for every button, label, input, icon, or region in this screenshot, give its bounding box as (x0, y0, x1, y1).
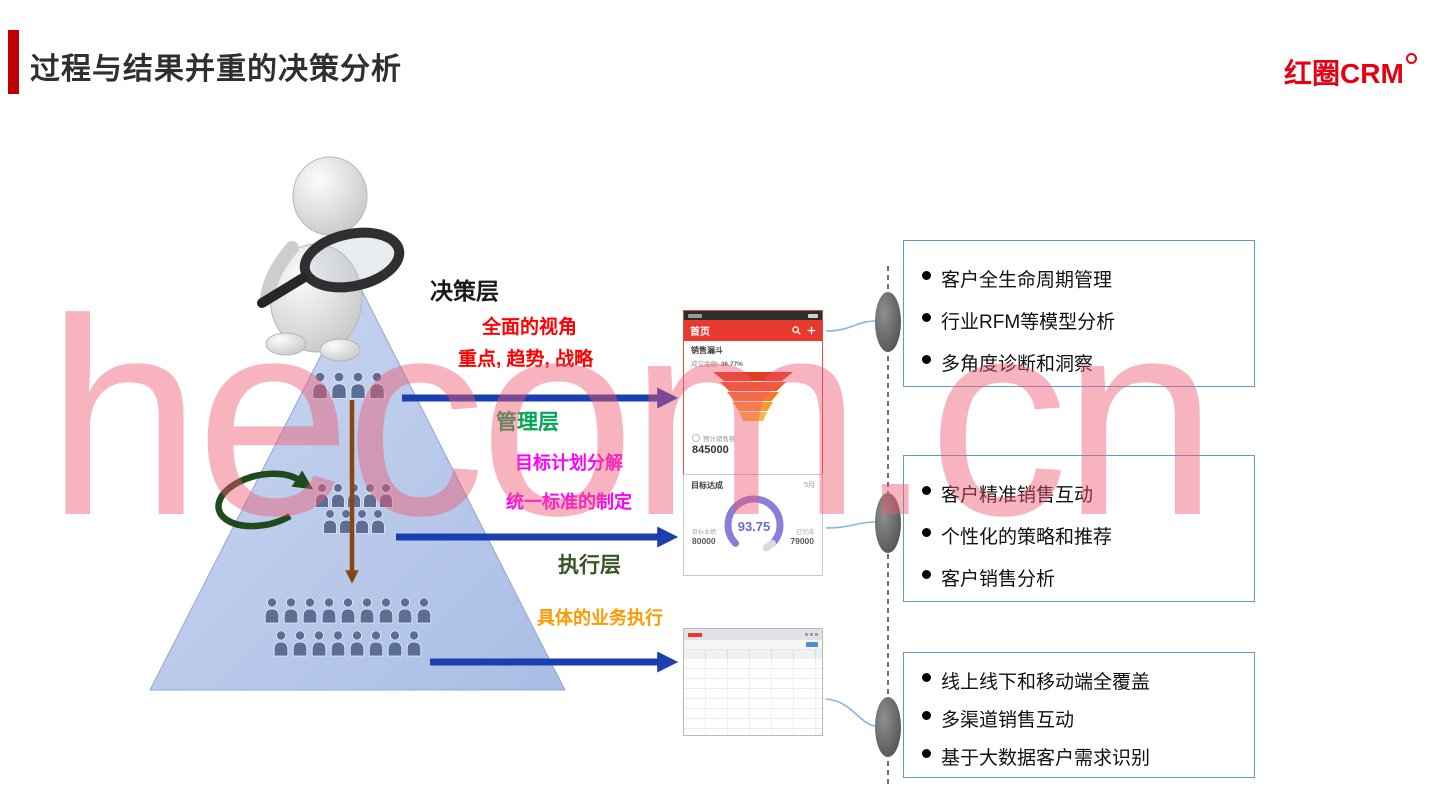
done-value: 79000 (790, 536, 814, 546)
close-icon (815, 633, 818, 636)
connector-node-3 (875, 697, 901, 757)
gauge-value: 93.75 (737, 519, 771, 534)
list-item: 线上线下和移动端全覆盖 (920, 667, 1244, 694)
funnel-bar-2 (720, 382, 786, 391)
feature-text: 基于大数据客户需求识别 (941, 748, 1151, 769)
target-value: 80000 (692, 536, 716, 546)
target-label: 目标业绩 (692, 530, 717, 536)
toolbar-button (806, 642, 818, 647)
label-decision-point2: 重点, 趋势, 战略 (458, 349, 594, 370)
label-decision-point1: 全面的视角 (482, 317, 578, 338)
screenshot-gauge-card: 目标达成 5月 93.75 目标业绩 80000 已完成 79000 (683, 474, 823, 576)
app-toolbar (684, 640, 822, 650)
connector-curve-2 (825, 521, 876, 529)
feature-text: 客户销售分析 (941, 569, 1056, 590)
phone-status-bar (684, 311, 822, 320)
feature-text: 线上线下和移动端全覆盖 (941, 672, 1151, 693)
search-icon (792, 326, 801, 335)
feature-text: 多渠道销售互动 (941, 710, 1075, 731)
page-title: 过程与结果并重的决策分析 (30, 53, 402, 86)
funnel-card-title: 销售漏斗 (691, 346, 723, 355)
funnel-bar-5 (739, 412, 767, 421)
feature-text: 客户全生命周期管理 (941, 270, 1113, 291)
table-header-row (684, 650, 822, 659)
bullet-icon (922, 271, 931, 280)
funnel-bar-4 (733, 402, 773, 411)
magnifying-glass-icon (257, 227, 405, 308)
list-item: 客户精准销售互动 (920, 480, 1244, 507)
done-label: 已完成 (795, 530, 814, 536)
battery-icon (808, 313, 818, 318)
gauge-target-stat: 目标业绩 80000 (692, 527, 738, 546)
signal-icon (688, 313, 702, 318)
list-item: 客户全生命周期管理 (920, 265, 1244, 292)
label-execution-point1: 具体的业务执行 (537, 608, 663, 628)
bullet-icon (922, 528, 931, 537)
connector-curve-1 (825, 320, 876, 332)
table-body-rows (684, 659, 822, 735)
mobile-body: 销售漏斗 成交金额:36.77% 预计销售额 845000 (684, 341, 822, 476)
bullet-icon (922, 570, 931, 579)
funnel-bar-3 (727, 392, 779, 401)
maximize-icon (810, 633, 813, 636)
connector-node-1 (875, 292, 901, 352)
feature-box-decision: 客户全生命周期管理 行业RFM等模型分析 多角度诊断和洞察 (903, 240, 1255, 387)
feature-box-execution: 线上线下和移动端全覆盖 多渠道销售互动 基于大数据客户需求识别 (903, 652, 1255, 778)
list-item: 客户销售分析 (920, 564, 1244, 591)
gauge-done-stat: 已完成 79000 (768, 527, 814, 546)
list-item: 个性化的策略和推荐 (920, 522, 1244, 549)
feature-text: 个性化的策略和推荐 (941, 527, 1113, 548)
metric-label: 成交金额: (691, 361, 719, 368)
logo-ring-icon (1405, 53, 1417, 64)
gauge-period: 5月 (804, 482, 815, 489)
gauge-chart (724, 495, 784, 552)
minimize-icon (805, 633, 808, 636)
bullet-icon (922, 355, 931, 364)
amount-label: 预计销售额 (703, 436, 736, 443)
brand-logo-text: 红圈CRM (1284, 58, 1404, 89)
plus-icon (807, 326, 816, 335)
bullet-icon (922, 313, 931, 322)
label-management-point2: 统一标准的制定 (506, 492, 632, 512)
list-item: 多渠道销售互动 (920, 705, 1244, 732)
mobile-app-header: 首页 (684, 320, 822, 341)
bullet-icon (922, 749, 931, 758)
amount-value: 845000 (692, 444, 729, 456)
bullet-icon (922, 673, 931, 682)
list-item: 行业RFM等模型分析 (920, 307, 1244, 334)
label-management-layer: 管理层 (496, 411, 559, 434)
connector-curve-3 (825, 698, 876, 727)
mobile-header-title: 首页 (690, 327, 710, 338)
feature-box-management: 客户精准销售互动 个性化的策略和推荐 客户销售分析 (903, 455, 1255, 602)
feedback-loop-arrow-icon (215, 470, 314, 530)
mini-logo-icon (688, 632, 702, 637)
funnel-metric: 成交金额:36.77% (691, 358, 743, 368)
funnel-bar-1 (713, 372, 793, 381)
amount-label-row: 预计销售额 (692, 433, 736, 443)
screenshot-mobile-home: 首页 销售漏斗 成交金额:36.77% (683, 310, 823, 477)
observer-figure-clipart (257, 156, 405, 362)
feature-text: 多角度诊断和洞察 (941, 354, 1094, 375)
metric-value: 36.77% (720, 361, 743, 368)
feature-text: 客户精准销售互动 (941, 485, 1094, 506)
feature-text: 行业RFM等模型分析 (941, 312, 1116, 333)
browser-chrome-bar (684, 629, 822, 640)
list-item: 基于大数据客户需求识别 (920, 743, 1244, 770)
screenshot-desktop-table (683, 628, 823, 736)
label-decision-layer: 决策层 (430, 278, 499, 304)
brand-logo: 红圈CRM (1284, 52, 1417, 92)
label-management-point1: 目标计划分解 (515, 453, 623, 473)
label-execution-layer: 执行层 (558, 554, 621, 577)
sales-funnel-chart (684, 372, 822, 422)
bullet-icon (922, 711, 931, 720)
title-accent-bar (8, 30, 19, 94)
connector-node-2 (875, 493, 901, 553)
bullet-icon (922, 486, 931, 495)
list-item: 多角度诊断和洞察 (920, 349, 1244, 376)
gauge-card-title: 目标达成 (691, 481, 723, 490)
coin-icon (692, 434, 700, 442)
